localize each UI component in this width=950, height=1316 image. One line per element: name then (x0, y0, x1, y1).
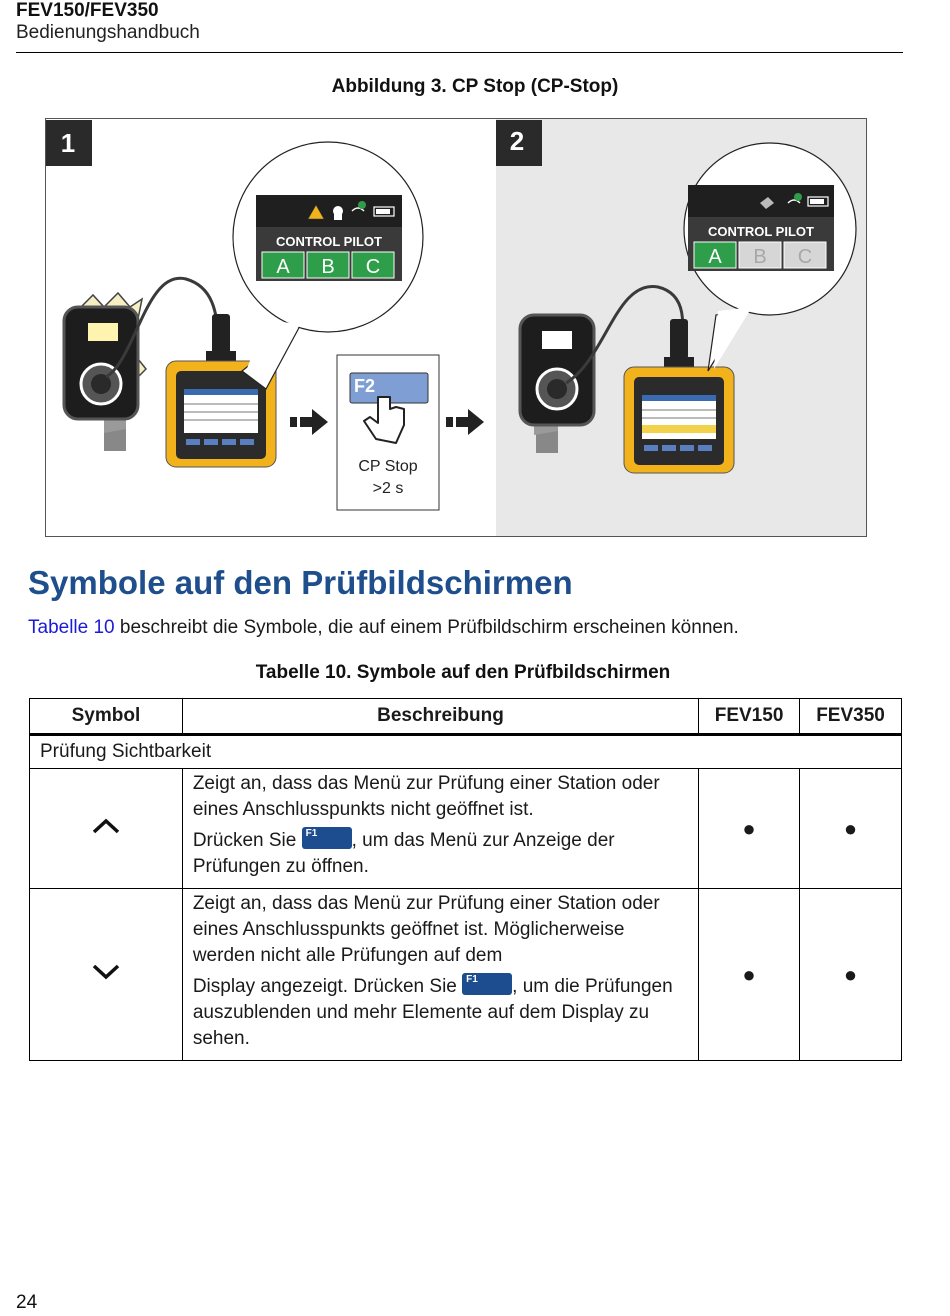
description-text: Zeigt an, dass das Menü zur Prüfung eine… (192, 893, 660, 966)
f1-key-icon: F1 (301, 827, 352, 849)
table-group-row: Prüfung Sichtbarkeit (29, 734, 902, 769)
symbol-cell (29, 888, 183, 1061)
cp-state-buttons-2: A B C (693, 241, 827, 269)
svg-text:CP Stop: CP Stop (358, 458, 417, 475)
header-fev150: FEV150 (698, 698, 801, 736)
svg-text:2: 2 (510, 126, 524, 156)
fev150-support-dot: ● (698, 768, 801, 889)
step1-badge: 1 (46, 120, 92, 166)
tester-device-2 (623, 366, 735, 474)
header-description: Beschreibung (181, 698, 700, 736)
description-text: Drücken Sie F1, um das Menü zur Anzeige … (192, 827, 615, 877)
svg-text:A: A (276, 256, 290, 278)
arrow-right-icon-1 (290, 409, 328, 435)
f1-key-icon: F1 (462, 973, 513, 995)
description-text: Display angezeigt. Drücken Sie F1, um di… (192, 973, 673, 1049)
table-caption: Tabelle 10. Symbole auf den Prüfbildschi… (255, 662, 671, 683)
cp-state-buttons-1: A B C (261, 251, 395, 279)
svg-text:B: B (321, 256, 334, 278)
svg-text:B: B (753, 246, 766, 268)
intro-text: beschreibt die Symbole, die auf einem Pr… (114, 617, 739, 638)
section-title: Symbole auf den Prüfbildschirmen (28, 564, 573, 601)
group-label: Prüfung Sichtbarkeit (29, 734, 902, 769)
document-model: FEV150/FEV350 (16, 0, 159, 21)
press-hand-icon (363, 396, 405, 444)
arrow-right-icon-2 (446, 409, 484, 435)
svg-text:1: 1 (61, 128, 75, 158)
step2-badge: 2 (496, 120, 542, 166)
cp-stop-figure: 1 2 (45, 118, 867, 537)
section-intro: Tabelle 10 beschreibt die Symbole, die a… (28, 617, 739, 639)
key-action-box: F2 CP Stop >2 s (336, 354, 440, 511)
document-subtitle: Bedienungshandbuch (16, 22, 200, 43)
charging-station-1 (62, 291, 148, 451)
fev350-support-dot: ● (799, 888, 902, 1061)
table-row: Zeigt an, dass das Menü zur Prüfung eine… (29, 768, 902, 889)
control-pilot-label-2: CONTROL PILOT (708, 224, 814, 239)
zoom-bubble-1: CONTROL PILOT A B C (232, 141, 424, 390)
description-cell: Zeigt an, dass das Menü zur Prüfung eine… (181, 888, 700, 1061)
svg-text:A: A (708, 246, 722, 268)
svg-text:C: C (798, 246, 812, 268)
page-number: 24 (16, 1292, 38, 1313)
header-fev350: FEV350 (799, 698, 902, 736)
fev150-support-dot: ● (698, 888, 801, 1061)
chevron-up-icon (92, 818, 120, 833)
svg-text:>2 s: >2 s (373, 480, 404, 497)
table-header-row: Symbol Beschreibung FEV150 FEV350 (29, 698, 902, 736)
control-pilot-label-1: CONTROL PILOT (276, 234, 382, 249)
fev350-support-dot: ● (799, 768, 902, 889)
table-row: Zeigt an, dass das Menü zur Prüfung eine… (29, 888, 902, 1061)
svg-text:C: C (366, 256, 380, 278)
tester-device-1 (165, 360, 277, 468)
description-text: Zeigt an, dass das Menü zur Prüfung eine… (192, 773, 660, 820)
header-divider (16, 52, 903, 53)
charging-station-2 (518, 313, 596, 453)
zoom-bubble-2: CONTROL PILOT A B C (683, 142, 857, 372)
symbol-cell (29, 768, 183, 889)
figure-caption: Abbildung 3. CP Stop (CP-Stop) (331, 76, 619, 97)
description-cell: Zeigt an, dass das Menü zur Prüfung eine… (181, 768, 700, 889)
table-reference-link[interactable]: Tabelle 10 (28, 617, 115, 638)
header-symbol: Symbol (29, 698, 183, 736)
chevron-down-icon (92, 964, 120, 979)
symbols-table: Symbol Beschreibung FEV150 FEV350 Prüfun… (29, 698, 902, 1061)
f2-key-label: F2 (354, 376, 375, 396)
